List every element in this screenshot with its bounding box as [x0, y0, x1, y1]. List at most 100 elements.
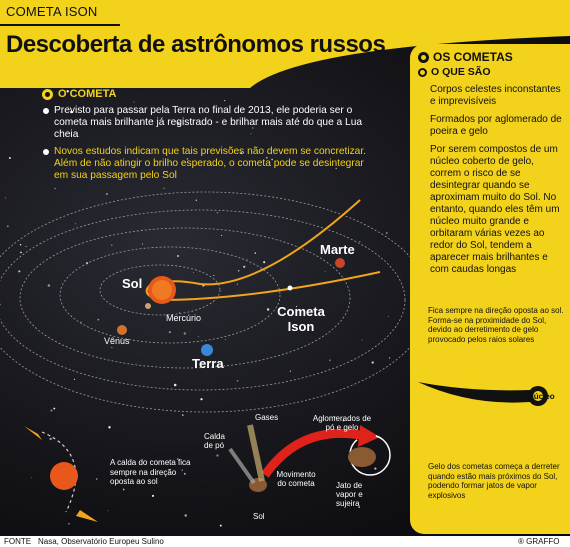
label-mercurio: Mercúrio	[166, 313, 202, 323]
label-sol: Sol	[122, 276, 143, 291]
page-title: Descoberta de astrônomos russos	[6, 31, 386, 58]
star	[198, 336, 200, 338]
star	[95, 478, 98, 480]
orbit-venus	[59, 246, 281, 344]
star	[151, 494, 155, 497]
orbit-outer	[0, 191, 410, 413]
bullet-circle-icon	[418, 51, 429, 63]
label-venus: Vênus	[104, 336, 130, 346]
star	[49, 437, 52, 441]
star	[0, 303, 1, 306]
star	[54, 187, 56, 190]
label-movimento: Movimento do cometa	[276, 470, 316, 488]
orbit-mercurio	[99, 264, 221, 316]
star	[179, 312, 180, 314]
star	[186, 158, 189, 160]
star	[388, 357, 391, 359]
star	[342, 419, 345, 422]
marte-icon	[335, 258, 345, 268]
comet-illustration	[418, 382, 548, 406]
os-cometas-p2: Formados por aglomerado de poeira e gelo	[430, 114, 562, 137]
star	[199, 112, 201, 114]
star	[333, 416, 336, 418]
star	[108, 426, 111, 429]
star	[105, 193, 108, 196]
star	[173, 383, 177, 387]
star	[265, 122, 268, 125]
star	[8, 156, 11, 160]
star	[243, 265, 246, 268]
star	[4, 197, 6, 199]
star	[200, 398, 203, 401]
star	[254, 252, 256, 254]
star	[195, 199, 198, 202]
star	[168, 331, 171, 334]
star	[271, 158, 273, 161]
label-gases: Gases	[255, 413, 279, 422]
star	[75, 223, 76, 225]
star	[335, 167, 337, 170]
mercurio-icon	[145, 303, 151, 309]
star	[386, 232, 388, 234]
star	[374, 467, 377, 470]
star	[122, 488, 125, 491]
cometa-heading-text: O COMETA	[58, 88, 117, 100]
footer-fonte-label: FONTE	[4, 537, 32, 546]
star	[265, 156, 268, 159]
star	[388, 315, 390, 317]
orbit-marte	[0, 209, 406, 391]
tail-note: Fica sempre na direção oposta ao sol. Fo…	[428, 306, 564, 344]
star	[238, 270, 240, 272]
star	[221, 234, 223, 236]
star	[177, 121, 180, 125]
breakup-diagram	[228, 424, 391, 492]
header-tag: COMETA ISON	[6, 4, 98, 19]
melt-note: Gelo dos cometas começa a derreter quand…	[428, 462, 560, 500]
cauda-label: Cauda	[466, 378, 491, 387]
cometa-heading: O COMETA	[42, 88, 372, 100]
label-marte: Marte	[320, 242, 355, 257]
os-cometas-panel: OS COMETAS O QUE SÃO Corpos celestes inc…	[410, 44, 570, 534]
star	[329, 359, 331, 362]
star	[50, 409, 53, 412]
star	[240, 152, 243, 155]
star	[181, 469, 183, 471]
star	[177, 255, 179, 257]
comet-fragment-icon	[348, 447, 376, 467]
star	[73, 378, 76, 380]
os-cometas-heading: OS COMETAS	[418, 50, 513, 64]
solar-system-diagram	[0, 191, 410, 413]
o-que-sao-heading: O QUE SÃO	[418, 66, 491, 78]
star	[68, 522, 70, 525]
cometa-bullet-1: Previsto para passar pela Terra no final…	[42, 105, 372, 141]
star	[219, 524, 222, 527]
footer-credit: ® GRAFFO	[518, 537, 560, 546]
label-calda: Calda de pó	[204, 432, 225, 450]
label-aglomerados: Aglomerados de pó e gelo	[312, 414, 372, 432]
star	[18, 270, 21, 273]
small-sun-icon	[50, 462, 78, 490]
venus-icon	[117, 325, 127, 335]
star	[25, 245, 27, 248]
orbit-terra	[19, 227, 351, 369]
sun-icon	[148, 276, 176, 304]
star	[70, 110, 73, 114]
star	[216, 212, 219, 214]
nucleo-label: Núcleo	[528, 392, 555, 401]
footer: FONTE Nasa, Observatório Europeu Sulino …	[0, 536, 570, 547]
star	[324, 270, 326, 272]
star	[111, 347, 113, 349]
star	[53, 407, 56, 410]
label-breakup-sol: Sol	[253, 512, 265, 521]
star	[66, 90, 69, 93]
star	[30, 477, 32, 479]
star	[263, 261, 266, 264]
star	[107, 510, 109, 512]
star	[47, 284, 51, 287]
star	[193, 272, 195, 273]
star	[97, 318, 100, 321]
star	[319, 149, 321, 151]
star	[213, 274, 215, 277]
